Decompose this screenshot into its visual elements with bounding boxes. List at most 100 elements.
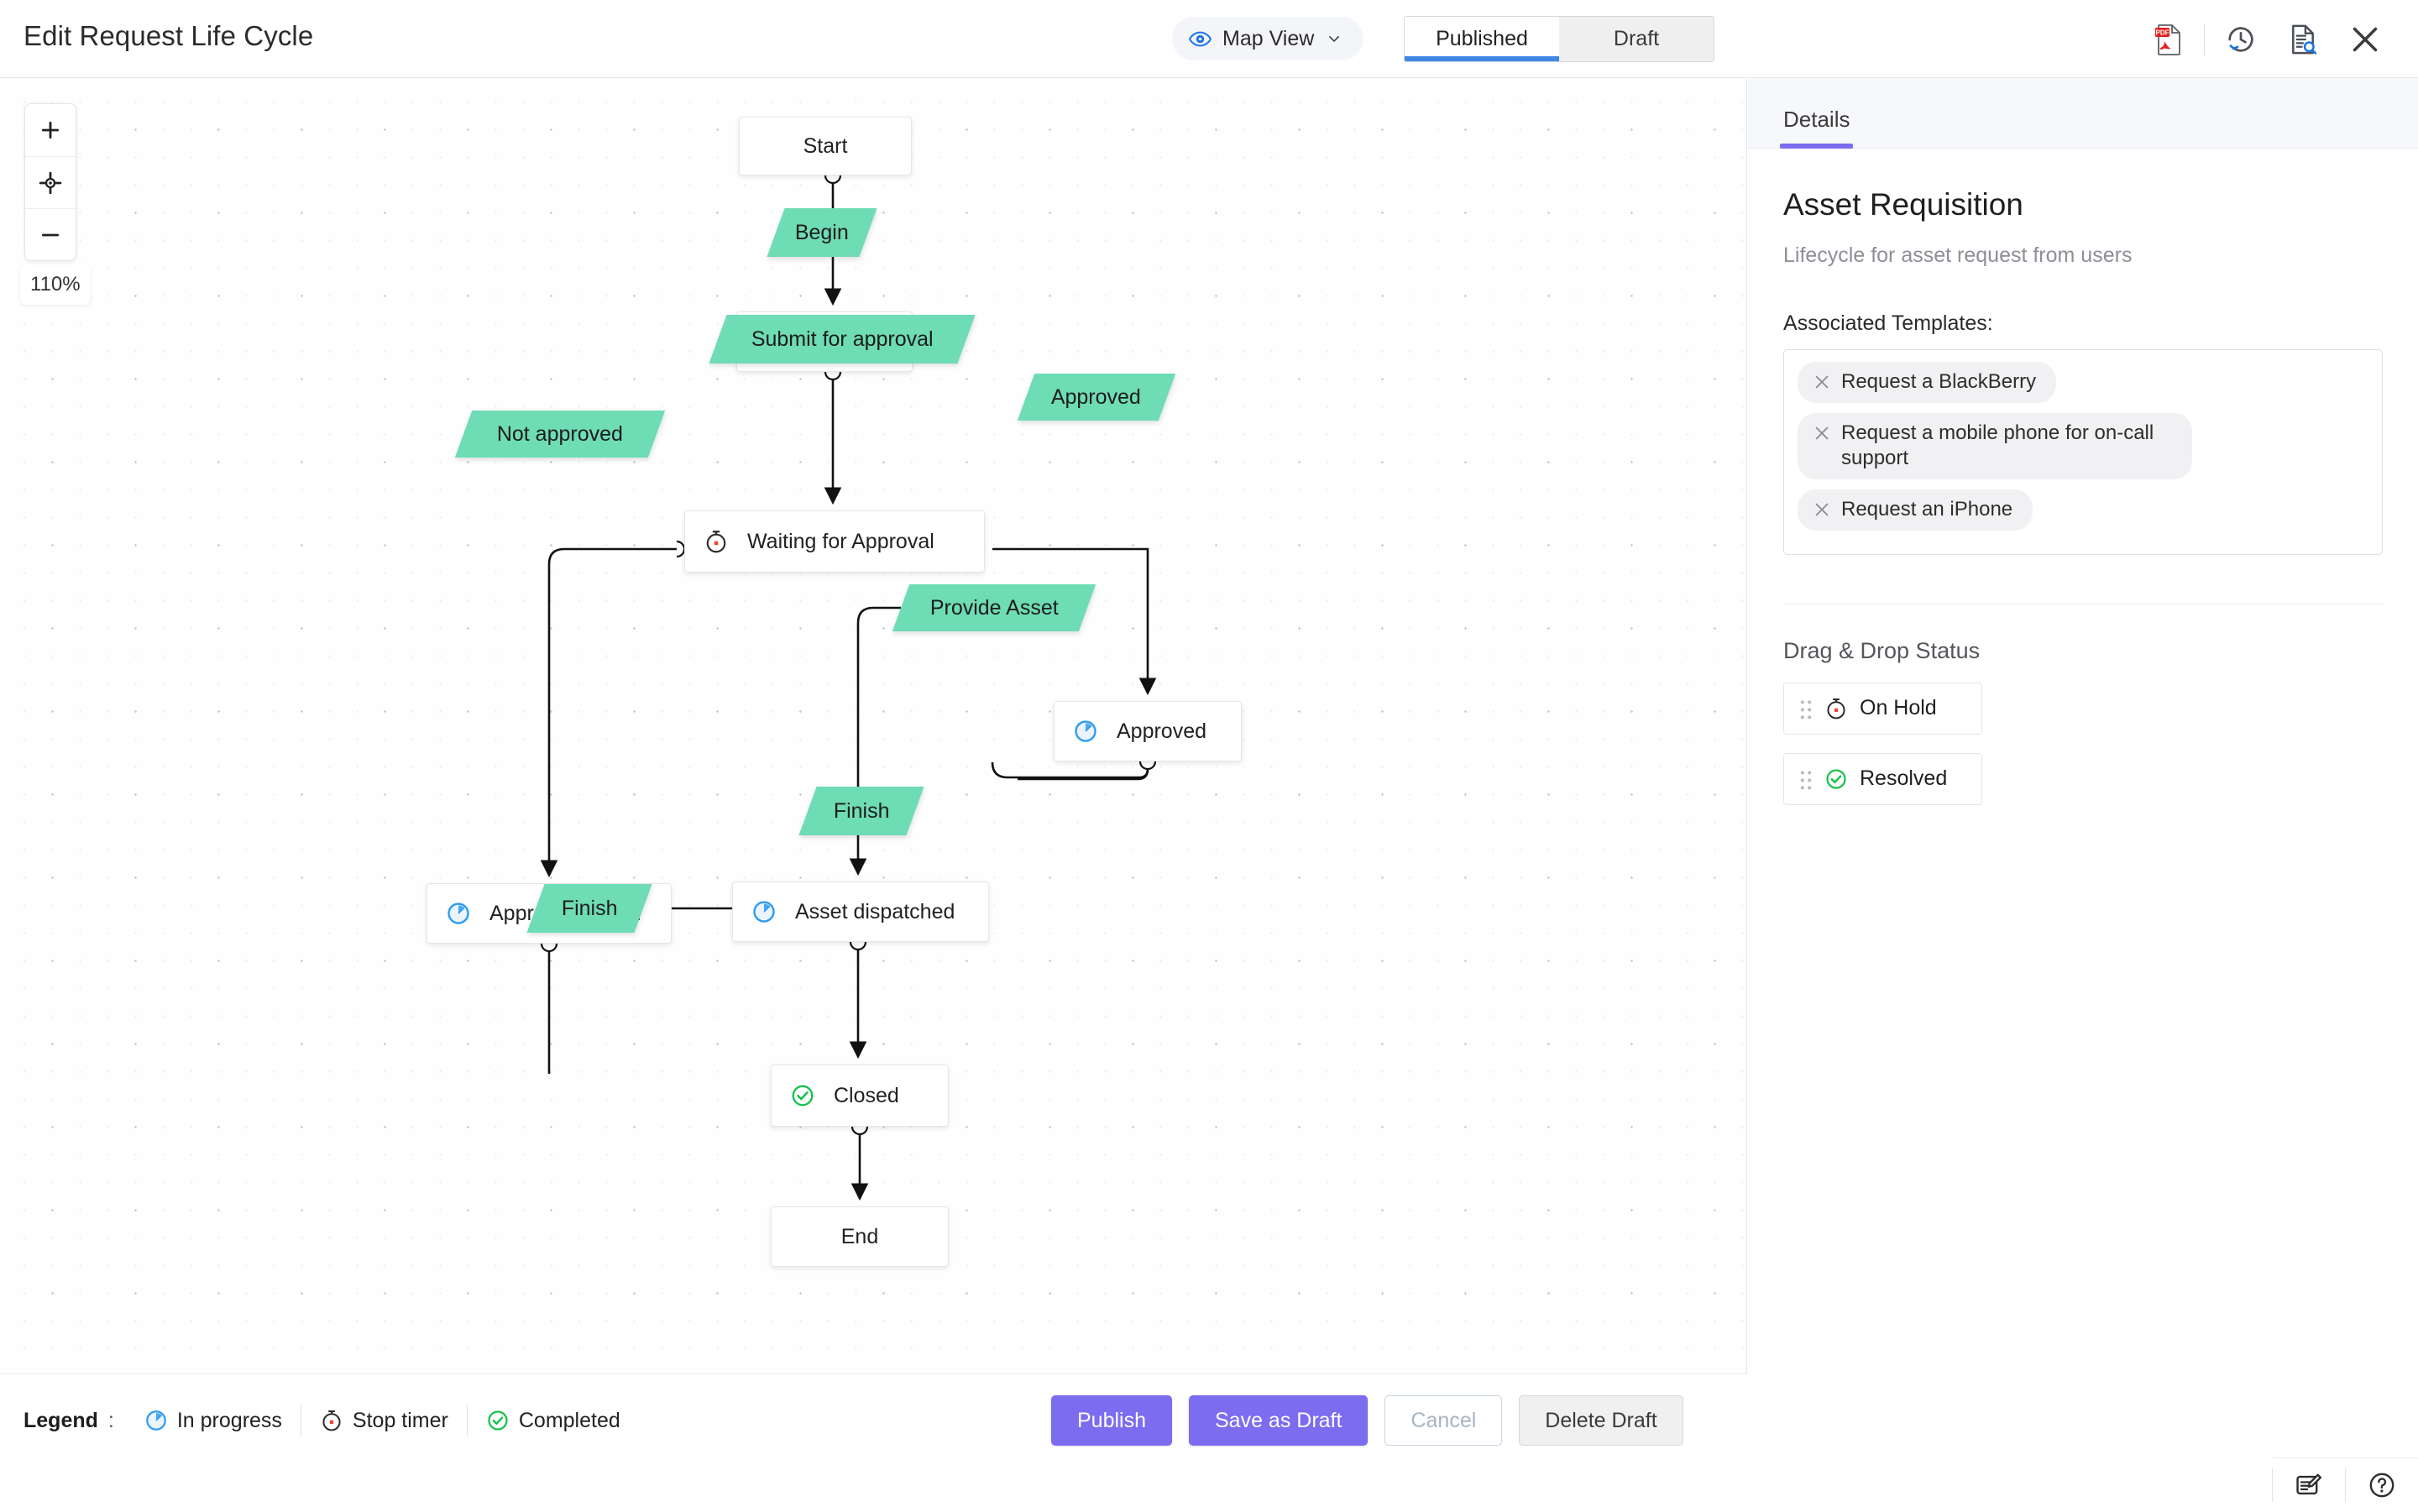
drag-drop-status-title: Drag & Drop Status — [1783, 638, 2383, 664]
transition-label: Finish — [834, 799, 890, 824]
legend-item-in-progress: In progress — [126, 1409, 301, 1433]
panel-tab-bar: Details — [1748, 78, 2418, 149]
node-label: Start — [803, 134, 848, 159]
node-label: End — [841, 1225, 878, 1249]
remove-icon[interactable] — [1813, 373, 1831, 391]
completed-icon — [486, 1409, 510, 1432]
delete-draft-button[interactable]: Delete Draft — [1519, 1395, 1683, 1446]
save-as-draft-button[interactable]: Save as Draft — [1189, 1395, 1368, 1446]
version-tabs: Published Draft — [1404, 16, 1714, 62]
details-panel: Details Asset Requisition Lifecycle for … — [1748, 78, 2418, 1511]
panel-body: Asset Requisition Lifecycle for asset re… — [1748, 149, 2418, 805]
tab-published[interactable]: Published — [1405, 17, 1559, 61]
lifecycle-description: Lifecycle for asset request from users — [1783, 243, 2383, 268]
node-label: Asset dispatched — [795, 900, 955, 924]
node-start[interactable]: Start — [739, 117, 912, 175]
help-question-icon[interactable] — [2346, 1458, 2418, 1512]
remove-icon[interactable] — [1813, 424, 1831, 442]
eye-icon — [1189, 28, 1212, 50]
stop-timer-icon — [1824, 697, 1848, 720]
legend-label: In progress — [177, 1409, 282, 1433]
status-item-on-hold[interactable]: On Hold — [1783, 683, 1982, 735]
transition-provide-asset[interactable]: Provide Asset — [892, 584, 1096, 631]
publish-button[interactable]: Publish — [1051, 1395, 1172, 1446]
chevron-down-icon — [1325, 31, 1342, 46]
node-label: Closed — [834, 1084, 899, 1108]
zoom-fit-button[interactable] — [25, 156, 76, 208]
map-view-dropdown[interactable]: Map View — [1172, 17, 1363, 60]
remove-icon[interactable] — [1813, 500, 1831, 519]
template-chip[interactable]: Request an iPhone — [1798, 489, 2033, 531]
legend: Legend : In progress Stop timer Complete… — [24, 1374, 639, 1467]
node-waiting-for-approval[interactable]: Waiting for Approval — [684, 510, 985, 573]
legend-label: Completed — [519, 1409, 620, 1433]
template-label: Request a BlackBerry — [1841, 369, 2036, 395]
drag-handle-icon[interactable] — [1799, 768, 1813, 790]
stop-timer-icon — [704, 529, 729, 554]
template-chip[interactable]: Request a BlackBerry — [1798, 362, 2056, 403]
feedback-edit-icon[interactable] — [2273, 1458, 2345, 1512]
node-approved[interactable]: Approved — [1054, 701, 1242, 761]
legend-item-completed: Completed — [468, 1409, 639, 1433]
node-label: Waiting for Approval — [747, 530, 934, 554]
template-label: Request a mobile phone for on-call suppo… — [1841, 421, 2172, 472]
flow-edges — [0, 78, 1747, 1373]
close-icon[interactable] — [2334, 0, 2396, 78]
transition-submit-for-approval[interactable]: Submit for approval — [709, 315, 975, 364]
zoom-in-button[interactable] — [25, 104, 76, 156]
divider — [2204, 24, 2205, 55]
history-clock-icon[interactable] — [2210, 0, 2272, 78]
transition-label: Provide Asset — [930, 596, 1059, 620]
associated-templates-box: Request a BlackBerry Request a mobile ph… — [1783, 349, 2383, 555]
footer-icon-group — [2272, 1457, 2418, 1511]
stop-timer-icon — [320, 1409, 343, 1432]
tab-details[interactable]: Details — [1783, 107, 1850, 148]
completed-icon — [1824, 767, 1848, 791]
action-buttons: Publish Save as Draft Cancel Delete Draf… — [1051, 1374, 1683, 1467]
map-view-label: Map View — [1222, 27, 1314, 51]
transition-begin[interactable]: Begin — [767, 208, 877, 257]
svg-text:PDF: PDF — [2156, 29, 2169, 36]
drag-handle-icon[interactable] — [1799, 698, 1813, 719]
audit-document-icon[interactable] — [2272, 0, 2334, 78]
associated-templates-label: Associated Templates: — [1783, 311, 2383, 336]
transition-label: Begin — [795, 221, 849, 245]
cancel-button[interactable]: Cancel — [1384, 1395, 1502, 1446]
legend-colon: : — [108, 1409, 114, 1433]
node-label: Approved — [1117, 719, 1206, 744]
legend-label: Stop timer — [353, 1409, 448, 1433]
status-label: On Hold — [1860, 696, 1937, 720]
completed-icon — [790, 1083, 815, 1108]
transition-label: Finish — [562, 897, 618, 921]
zoom-controls — [24, 103, 76, 261]
node-asset-dispatched[interactable]: Asset dispatched — [732, 882, 989, 942]
top-bar: Edit Request Life Cycle Map View Publish… — [0, 0, 2418, 78]
top-icon-group: PDF — [2137, 0, 2396, 78]
transition-label: Submit for approval — [751, 327, 934, 352]
status-label: Resolved — [1860, 766, 1947, 791]
bottom-bar: Legend : In progress Stop timer Complete… — [0, 1373, 1747, 1466]
zoom-out-button[interactable] — [25, 208, 76, 260]
in-progress-icon — [446, 901, 471, 926]
transition-label: Approved — [1051, 385, 1141, 410]
node-closed[interactable]: Closed — [771, 1065, 949, 1127]
tab-draft[interactable]: Draft — [1559, 17, 1714, 61]
template-chip[interactable]: Request a mobile phone for on-call suppo… — [1798, 413, 2192, 479]
transition-finish-denied[interactable]: Finish — [526, 884, 652, 933]
transition-finish-dispatch[interactable]: Finish — [798, 787, 924, 835]
pdf-export-icon[interactable]: PDF — [2137, 0, 2199, 78]
in-progress-icon — [1073, 719, 1098, 744]
node-end[interactable]: End — [771, 1206, 949, 1267]
transition-not-approved[interactable]: Not approved — [455, 411, 665, 458]
template-label: Request an iPhone — [1841, 497, 2012, 523]
in-progress-icon — [751, 899, 777, 924]
flowchart-canvas[interactable]: 110% Start Open Waiting for Approval App… — [0, 78, 1747, 1373]
transition-label: Not approved — [497, 422, 623, 447]
status-item-resolved[interactable]: Resolved — [1783, 753, 1982, 805]
drag-drop-status-section: Drag & Drop Status On Hold Resolved — [1783, 604, 2383, 805]
page-title: Edit Request Life Cycle — [24, 20, 313, 52]
transition-approved[interactable]: Approved — [1018, 374, 1175, 421]
lifecycle-title: Asset Requisition — [1783, 187, 2383, 222]
legend-title: Legend — [24, 1409, 98, 1433]
legend-item-stop-timer: Stop timer — [301, 1409, 467, 1433]
